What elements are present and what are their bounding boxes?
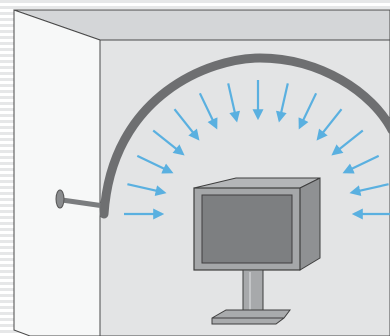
monitor-stand bbox=[211, 269, 291, 325]
airflow-arrow bbox=[275, 83, 289, 123]
airflow-arrows bbox=[124, 80, 390, 220]
airflow-arrow bbox=[342, 154, 380, 174]
stand-base bbox=[211, 309, 291, 325]
airflow-arrow bbox=[198, 92, 218, 130]
stand-pole bbox=[242, 269, 264, 317]
airflow-arrow bbox=[173, 108, 200, 141]
airflow-arrow bbox=[331, 129, 364, 156]
airflow-arrow bbox=[227, 83, 241, 123]
monitor-screen bbox=[201, 194, 293, 264]
monitor-side bbox=[299, 177, 321, 271]
airflow-arrow bbox=[316, 108, 343, 141]
duct-opening bbox=[55, 189, 65, 209]
airflow-arrow bbox=[152, 129, 185, 156]
left-wall bbox=[13, 9, 101, 336]
airflow-arrow bbox=[127, 183, 167, 197]
arched-diffuser bbox=[99, 53, 390, 219]
airflow-arrow bbox=[298, 92, 318, 130]
airflow-arrow bbox=[349, 183, 389, 197]
room bbox=[13, 9, 390, 336]
airflow-arrow bbox=[136, 154, 174, 174]
monitor bbox=[193, 177, 321, 271]
supply-duct bbox=[55, 189, 107, 209]
